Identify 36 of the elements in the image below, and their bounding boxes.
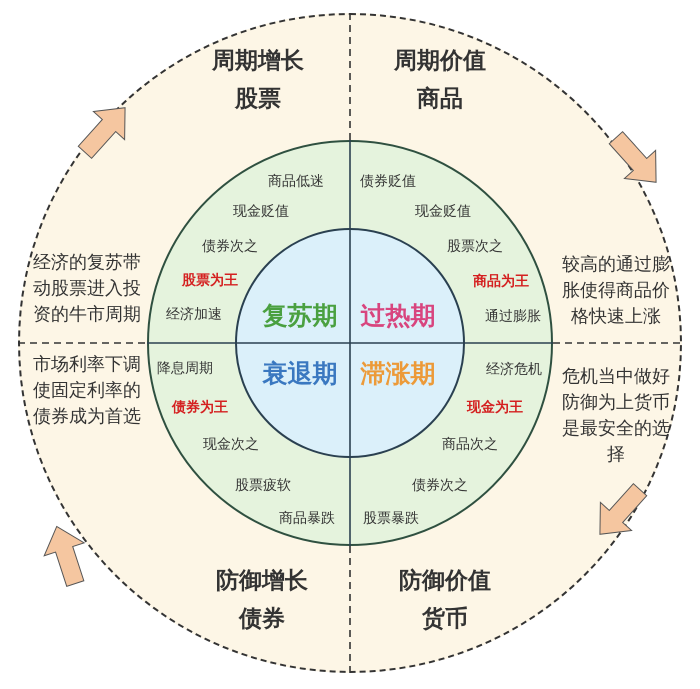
- phase-label: 滞涨期: [360, 359, 436, 389]
- ring-item: 商品低迷: [268, 174, 324, 190]
- ring-item: 债券次之: [412, 478, 468, 494]
- description-text: 危机当中做好防御为上货币是最安全的选择: [561, 365, 671, 467]
- ring-item: 股票暴跌: [363, 510, 419, 528]
- ring-item: 经济加速: [166, 306, 222, 324]
- description-text: 经济的复苏带动股票进入投资的牛市周期: [32, 251, 142, 327]
- ring-item: 经济危机: [486, 362, 542, 378]
- phase-label: 复苏期: [262, 301, 338, 331]
- ring-item: 现金次之: [203, 436, 259, 454]
- description-text: 市场利率下调使固定利率的债券成为首选: [32, 353, 142, 429]
- ring-item: 债券为王: [172, 400, 228, 416]
- quadrant-heading: 防御价值: [399, 568, 491, 596]
- quadrant-heading: 防御增长: [216, 568, 308, 596]
- asset-name: 货币: [422, 606, 468, 634]
- ring-item: 降息周期: [157, 360, 213, 378]
- ring-item: 股票为王: [182, 272, 238, 290]
- ring-item: 股票疲软: [235, 478, 291, 494]
- ring-item: 通过膨胀: [485, 308, 541, 326]
- ring-item: 现金贬值: [415, 204, 471, 220]
- ring-item: 股票次之: [447, 238, 503, 256]
- asset-name: 商品: [417, 86, 463, 114]
- phase-label: 衰退期: [262, 359, 338, 389]
- description-text: 较高的通过膨胀使得商品价格快速上涨: [561, 253, 671, 329]
- ring-item: 现金为王: [467, 400, 523, 416]
- quadrant-heading: 周期价值: [394, 48, 486, 76]
- ring-item: 商品次之: [442, 436, 498, 454]
- ring-item: 商品为王: [473, 274, 529, 290]
- phase-label: 过热期: [360, 301, 436, 331]
- ring-item: 现金贬值: [233, 204, 289, 220]
- ring-item: 债券次之: [202, 238, 258, 256]
- ring-item: 商品暴跌: [279, 510, 335, 528]
- quadrant-heading: 周期增长: [212, 48, 304, 76]
- asset-name: 债券: [239, 606, 285, 634]
- asset-name: 股票: [235, 86, 281, 114]
- ring-item: 债券贬值: [360, 174, 416, 190]
